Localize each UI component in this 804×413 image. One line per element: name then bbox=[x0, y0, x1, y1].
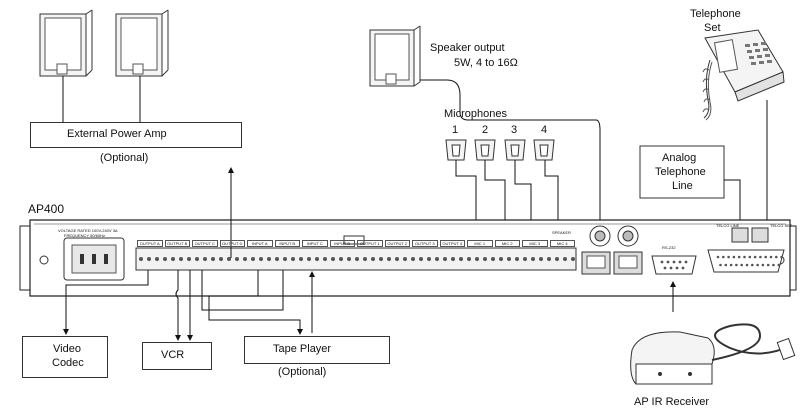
analog-label-1: Analog bbox=[662, 152, 697, 164]
frequency-text: FREQUENCY 50/60Hz bbox=[64, 233, 106, 238]
mic-number-4: 4 bbox=[541, 124, 548, 136]
vcr-label: VCR bbox=[161, 349, 185, 361]
speaker-port-label: SPEAKER bbox=[552, 230, 571, 235]
analog-label-3: Line bbox=[672, 180, 693, 192]
port-label-out-d: OUTPUT D bbox=[219, 240, 245, 247]
tape-optional-label: (Optional) bbox=[278, 366, 327, 378]
port-label-in-a: INPUT A bbox=[247, 240, 273, 247]
speaker-output-label: Speaker output bbox=[430, 42, 505, 54]
port-label-out-b: OUTPUT B bbox=[164, 240, 190, 247]
microphones-title: Microphones bbox=[444, 108, 507, 120]
port-label-mic2: MIC 2 bbox=[494, 240, 520, 247]
port-label-out-c: OUTPUT C bbox=[192, 240, 218, 247]
port-label-out-4: OUTPUT 4 bbox=[439, 240, 465, 247]
port-label-in-c: INPUT C bbox=[302, 240, 328, 247]
rs232-port bbox=[651, 255, 697, 275]
output-speaker bbox=[369, 25, 421, 87]
port-label-out-3: OUTPUT 3 bbox=[412, 240, 438, 247]
voltage-text: VOLTAGE RATED 100V-240V 3A bbox=[58, 228, 118, 233]
telephone-set bbox=[702, 29, 785, 121]
telephone-label: Telephone bbox=[690, 8, 741, 20]
port-label-out-a: OUTPUT A bbox=[137, 240, 163, 247]
ap400-chassis bbox=[19, 219, 797, 297]
telco-set-label: TELCO SET bbox=[770, 223, 793, 228]
tape-player-label: Tape Player bbox=[273, 343, 332, 355]
external-power-amp-box: External Power Amp bbox=[30, 122, 242, 148]
db25-port bbox=[707, 249, 785, 273]
telco-line-label: TELCO LINE bbox=[716, 223, 740, 228]
speaker-output-spec: 5W, 4 to 16Ω bbox=[454, 57, 518, 69]
mic-number-3: 3 bbox=[511, 124, 518, 136]
mic-number-2: 2 bbox=[482, 124, 489, 136]
rs232-port-label: RS-232 bbox=[662, 245, 676, 250]
telco-set-port bbox=[751, 227, 769, 243]
port-label-in-b: INPUT B bbox=[274, 240, 300, 247]
tape-player-box: Tape Player bbox=[244, 336, 390, 364]
port-label-mic3: MIC 3 bbox=[522, 240, 548, 247]
external-power-amp-label: External Power Amp bbox=[67, 128, 167, 140]
analog-line-box bbox=[639, 145, 725, 199]
port-label-out-2: OUTPUT 2 bbox=[384, 240, 410, 247]
port-label-out-1: OUTPUT 1 bbox=[357, 240, 383, 247]
left-speaker-2 bbox=[115, 9, 169, 77]
left-speaker-1 bbox=[39, 9, 93, 77]
amp-optional-label: (Optional) bbox=[100, 152, 149, 164]
mic-number-1: 1 bbox=[452, 124, 459, 136]
analog-label-2: Telephone bbox=[655, 166, 706, 178]
telephone-set-label: Set bbox=[704, 22, 721, 34]
device-name: AP400 bbox=[28, 202, 65, 216]
microphones bbox=[445, 139, 555, 161]
video-codec-box: Video Codec bbox=[22, 336, 108, 378]
ir-receiver bbox=[630, 323, 796, 385]
port-label-in-d: INPUT D bbox=[329, 240, 355, 247]
port-label-mic1: MIC 1 bbox=[467, 240, 493, 247]
video-codec-label-2: Codec bbox=[52, 357, 84, 369]
ir-receiver-label: AP IR Receiver bbox=[634, 396, 709, 408]
telco-line-port bbox=[731, 227, 749, 243]
video-codec-label-1: Video bbox=[53, 343, 81, 355]
vcr-box: VCR bbox=[142, 342, 212, 370]
port-label-mic4: MIC 4 bbox=[549, 240, 575, 247]
